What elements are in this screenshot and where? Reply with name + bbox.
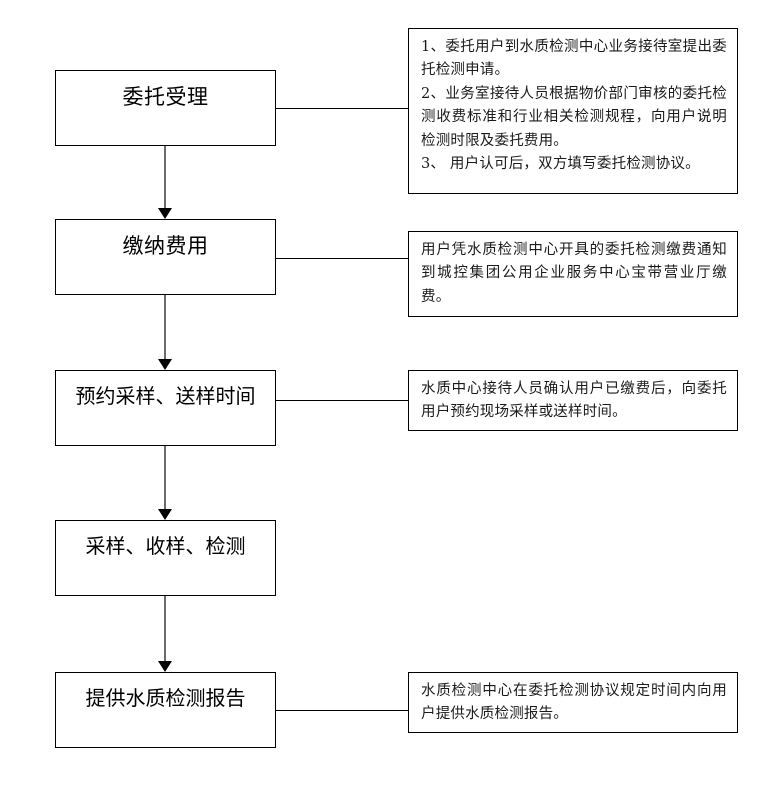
description-box-step-2: 用户凭水质检测中心开具的委托检测缴费通知到城控集团公用企业服务中心宝带营业厅缴费…	[408, 231, 738, 317]
arrow-head-icon	[158, 661, 172, 672]
arrow-step-4-to-step-5	[158, 596, 172, 672]
description-box-step-1: 1、委托用户到水质检测中心业务接待室提出委托检测申请。 2、业务室接待人员根据物…	[408, 28, 738, 194]
process-box-step-1[interactable]: 委托受理	[55, 70, 276, 146]
process-box-step-5[interactable]: 提供水质检测报告	[55, 672, 276, 748]
arrow-step-1-to-step-2	[158, 146, 172, 219]
connector-step-2-to-description	[276, 258, 408, 259]
arrow-shaft	[164, 146, 166, 208]
arrow-shaft	[164, 596, 166, 661]
process-box-step-3[interactable]: 预约采样、送样时间	[55, 370, 276, 446]
arrow-shaft	[164, 446, 166, 509]
arrow-head-icon	[158, 509, 172, 520]
process-box-label: 预约采样、送样时间	[75, 386, 256, 408]
description-box-step-5: 水质检测中心在委托检测协议规定时间内向用户提供水质检测报告。	[408, 672, 738, 733]
description-box-step-3: 水质中心接待人员确认用户已缴费后，向委托用户预约现场采样或送样时间。	[408, 370, 738, 431]
description-text: 1、委托用户到水质检测中心业务接待室提出委托检测申请。 2、业务室接待人员根据物…	[421, 39, 727, 173]
arrow-head-icon	[158, 208, 172, 219]
process-box-step-2[interactable]: 缴纳费用	[55, 219, 276, 295]
process-box-label: 委托受理	[122, 86, 209, 109]
arrow-shaft	[164, 295, 166, 359]
arrow-step-3-to-step-4	[158, 446, 172, 520]
arrow-step-2-to-step-3	[158, 295, 172, 370]
process-box-label: 采样、收样、检测	[85, 536, 246, 558]
process-box-label: 缴纳费用	[122, 235, 209, 258]
arrow-head-icon	[158, 359, 172, 370]
description-text: 水质检测中心在委托检测协议规定时间内向用户提供水质检测报告。	[421, 683, 727, 723]
process-box-step-4[interactable]: 采样、收样、检测	[55, 520, 276, 596]
description-text: 水质中心接待人员确认用户已缴费后，向委托用户预约现场采样或送样时间。	[421, 381, 727, 421]
process-box-label: 提供水质检测报告	[85, 688, 246, 710]
description-text: 用户凭水质检测中心开具的委托检测缴费通知到城控集团公用企业服务中心宝带营业厅缴费…	[421, 242, 727, 305]
connector-step-1-to-description	[276, 108, 408, 109]
connector-step-5-to-description	[276, 710, 408, 711]
connector-step-3-to-description	[276, 400, 408, 401]
